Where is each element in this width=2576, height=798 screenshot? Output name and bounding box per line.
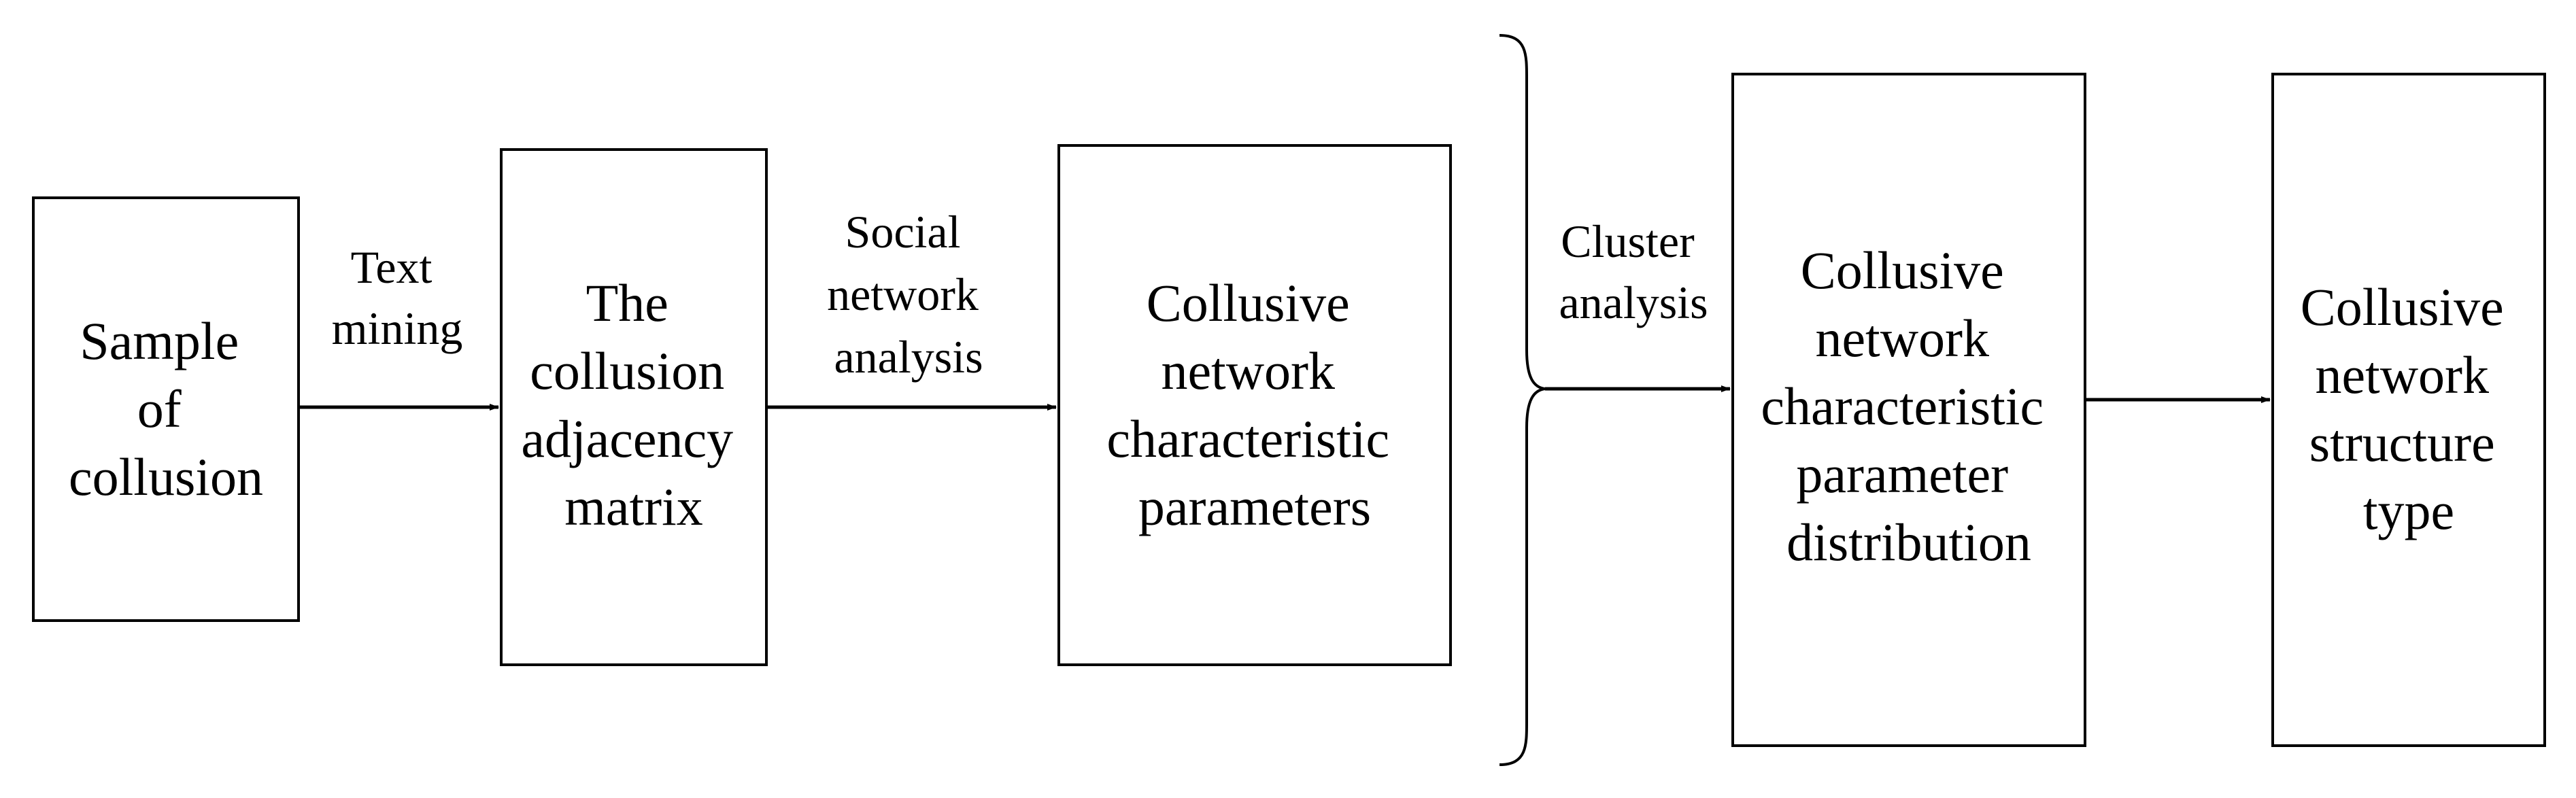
- edge-label-social-network-analysis: Social network analysis: [827, 206, 990, 383]
- node-box-structure: [2271, 73, 2546, 747]
- node-box-params: [1057, 144, 1452, 666]
- node-label-sample: Sample of collusion: [69, 311, 263, 506]
- node-label-distribution: Collusive network characteristic paramet…: [1761, 241, 2056, 572]
- node-label-structure: Collusive network structure type: [2301, 277, 2518, 540]
- node-box-matrix: [500, 148, 768, 666]
- node-box-distribution: [1731, 73, 2086, 747]
- curly-brace: [1499, 34, 1546, 766]
- node-label-params: Collusive network characteristic paramet…: [1106, 273, 1402, 536]
- edge-label-text-mining: Text mining: [332, 241, 463, 354]
- node-label-matrix: The collusion adjacency matrix: [521, 273, 746, 536]
- edge-label-cluster-analysis: Cluster analysis: [1559, 215, 1708, 328]
- node-box-sample: [32, 196, 300, 622]
